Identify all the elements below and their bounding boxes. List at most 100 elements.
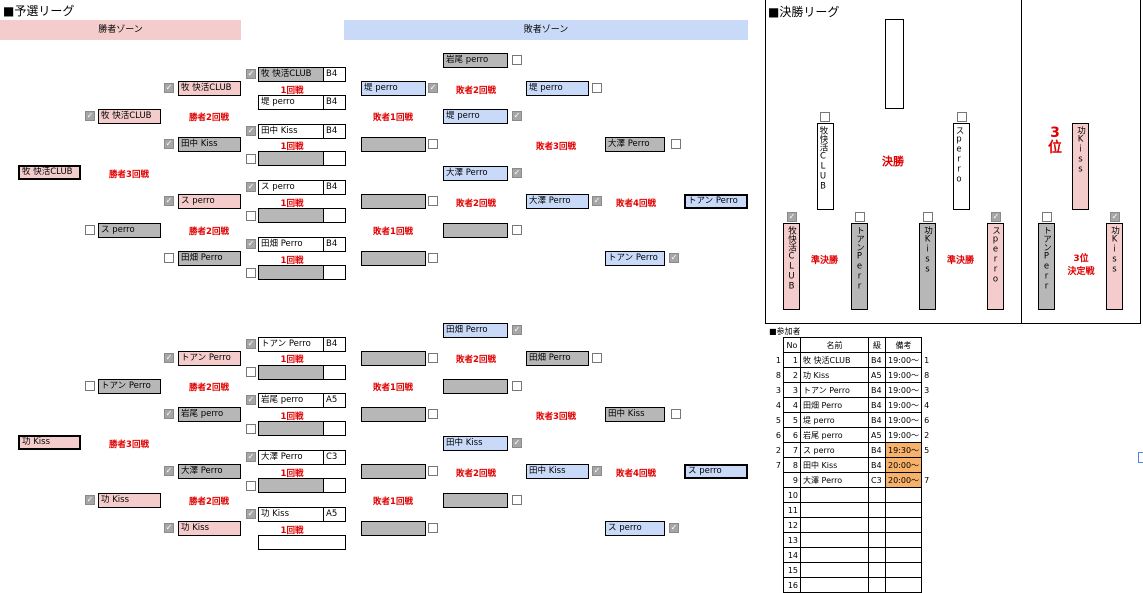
match-checkbox[interactable]: [512, 325, 522, 335]
participant-time[interactable]: [884, 562, 923, 578]
loser-slot[interactable]: [443, 493, 508, 508]
participant-name[interactable]: [800, 547, 869, 563]
loser-slot[interactable]: 堤 perro: [526, 81, 589, 96]
match-checkbox[interactable]: [246, 395, 256, 405]
winner-slot[interactable]: ス perro: [178, 194, 241, 209]
participant-time[interactable]: 20:00～: [884, 457, 923, 473]
bracket-entry[interactable]: [258, 421, 346, 436]
bracket-entry[interactable]: 大澤 Perro C3: [258, 450, 346, 465]
winner-slot[interactable]: トアン Perro: [98, 379, 161, 394]
match-checkbox[interactable]: [671, 409, 681, 419]
participant-name[interactable]: [800, 532, 869, 548]
match-checkbox[interactable]: [246, 126, 256, 136]
bracket-entry[interactable]: [258, 478, 346, 493]
participant-time[interactable]: 19:00～: [884, 352, 923, 368]
match-checkbox[interactable]: [85, 111, 95, 121]
semifinal-slot[interactable]: トアンPerr: [851, 223, 868, 310]
match-checkbox[interactable]: [592, 353, 602, 363]
participant-time[interactable]: 19:00～: [884, 397, 923, 413]
match-checkbox[interactable]: [592, 83, 602, 93]
match-checkbox[interactable]: [164, 466, 174, 476]
participant-name[interactable]: トアン Perro: [800, 382, 869, 398]
match-checkbox[interactable]: [512, 111, 522, 121]
match-checkbox[interactable]: [957, 112, 967, 122]
participant-name[interactable]: ス perro: [800, 442, 869, 458]
winner-slot[interactable]: 大澤 Perro: [178, 464, 241, 479]
match-checkbox[interactable]: [246, 509, 256, 519]
match-checkbox[interactable]: [428, 409, 438, 419]
loser-slot[interactable]: [361, 251, 426, 266]
loser-slot[interactable]: 田畑 Perro: [526, 351, 589, 366]
participant-name[interactable]: [800, 517, 869, 533]
match-checkbox[interactable]: [512, 225, 522, 235]
match-checkbox[interactable]: [246, 339, 256, 349]
loser-slot[interactable]: 大澤 Perro: [443, 166, 508, 181]
loser-slot[interactable]: [361, 464, 426, 479]
match-checkbox[interactable]: [428, 353, 438, 363]
participant-name[interactable]: 岩尾 perro: [800, 427, 869, 443]
match-checkbox[interactable]: [164, 196, 174, 206]
match-checkbox[interactable]: [820, 112, 830, 122]
participant-name[interactable]: 堤 perro: [800, 412, 869, 428]
losers-zone-qualifier[interactable]: トアン Perro: [684, 194, 748, 209]
participant-time[interactable]: 19:00～: [884, 382, 923, 398]
loser-slot[interactable]: トアン Perro: [605, 251, 665, 266]
participant-time[interactable]: 19:00～: [884, 367, 923, 383]
match-checkbox[interactable]: [923, 212, 933, 222]
participant-name[interactable]: [800, 562, 869, 578]
match-checkbox[interactable]: [246, 268, 256, 278]
bracket-entry[interactable]: 岩尾 perro A5: [258, 393, 346, 408]
match-checkbox[interactable]: [512, 495, 522, 505]
bracket-entry[interactable]: トアン Perro B4: [258, 337, 346, 352]
participant-time[interactable]: [884, 517, 923, 533]
participant-name[interactable]: [800, 487, 869, 503]
bracket-entry[interactable]: 牧 快活CLUB B4: [258, 67, 346, 82]
bracket-entry[interactable]: [258, 365, 346, 380]
third-place-winner-slot[interactable]: 功Kiss: [1072, 123, 1089, 210]
match-checkbox[interactable]: [787, 212, 797, 222]
match-checkbox[interactable]: [512, 381, 522, 391]
loser-slot[interactable]: [361, 194, 426, 209]
match-checkbox[interactable]: [428, 253, 438, 263]
loser-slot[interactable]: [361, 407, 426, 422]
bracket-entry[interactable]: 田畑 Perro B4: [258, 237, 346, 252]
match-checkbox[interactable]: [85, 225, 95, 235]
participant-time[interactable]: 19:00～: [884, 427, 923, 443]
match-checkbox[interactable]: [1042, 212, 1052, 222]
participant-time[interactable]: [884, 547, 923, 563]
match-checkbox[interactable]: [669, 523, 679, 533]
loser-slot[interactable]: 大澤 Perro: [526, 194, 589, 209]
match-checkbox[interactable]: [592, 466, 602, 476]
match-checkbox[interactable]: [164, 139, 174, 149]
match-checkbox[interactable]: [592, 196, 602, 206]
match-checkbox[interactable]: [246, 452, 256, 462]
participant-name[interactable]: 田畑 Perro: [800, 397, 869, 413]
participant-name[interactable]: 功 Kiss: [800, 367, 869, 383]
loser-slot[interactable]: 堤 perro: [361, 81, 426, 96]
winners-zone-qualifier[interactable]: 功 Kiss: [18, 435, 81, 450]
loser-slot[interactable]: [361, 521, 426, 536]
bracket-entry[interactable]: 堤 perro B4: [258, 95, 346, 110]
loser-slot[interactable]: 田畑 Perro: [443, 323, 508, 338]
participant-name[interactable]: [800, 577, 869, 593]
winner-slot[interactable]: 功 Kiss: [98, 493, 161, 508]
winner-slot[interactable]: 田畑 Perro: [178, 251, 241, 266]
match-checkbox[interactable]: [246, 239, 256, 249]
bracket-entry[interactable]: [258, 208, 346, 223]
bracket-entry[interactable]: 田中 Kiss B4: [258, 124, 346, 139]
semifinal-slot[interactable]: 功Kiss: [919, 223, 936, 310]
match-checkbox[interactable]: [671, 139, 681, 149]
winners-zone-qualifier[interactable]: 牧 快活CLUB: [18, 165, 81, 180]
loser-slot[interactable]: [361, 351, 426, 366]
participant-time[interactable]: 20:00～: [884, 472, 923, 488]
bracket-entry[interactable]: [258, 535, 346, 550]
winner-slot[interactable]: 牧 快活CLUB: [178, 81, 241, 96]
match-checkbox[interactable]: [512, 55, 522, 65]
match-checkbox[interactable]: [164, 353, 174, 363]
match-checkbox[interactable]: [1110, 212, 1120, 222]
match-checkbox[interactable]: [428, 466, 438, 476]
participant-name[interactable]: 牧 快活CLUB: [800, 352, 869, 368]
third-place-slot[interactable]: 功Kiss: [1106, 223, 1123, 310]
match-checkbox[interactable]: [246, 481, 256, 491]
loser-slot[interactable]: [443, 379, 508, 394]
